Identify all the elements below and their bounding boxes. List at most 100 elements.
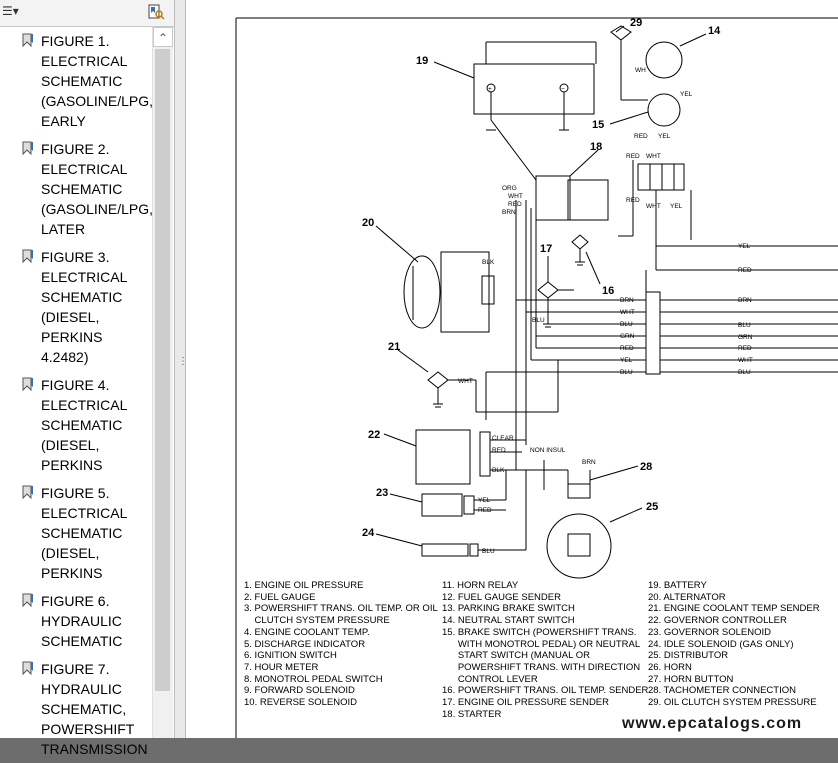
bookmark-icon — [22, 485, 33, 500]
bookmark-label: FIGURE 1. ELECTRICAL SCHEMATIC (GASOLINE… — [41, 33, 154, 129]
wire-label: BRN — [620, 297, 634, 304]
bookmark-icon — [22, 33, 33, 48]
bookmark-item[interactable]: FIGURE 3. ELECTRICAL SCHEMATIC (DIESEL, … — [0, 243, 152, 371]
wire-label: YEL — [680, 91, 693, 98]
svg-text:−: − — [561, 86, 565, 93]
callout-28: 28 — [640, 461, 652, 473]
wire-label: YEL — [478, 497, 491, 504]
callout-23: 23 — [376, 487, 388, 499]
wire-label: RED — [634, 133, 648, 140]
legend-item: 4. ENGINE COOLANT TEMP. — [244, 626, 370, 638]
options-menu-icon[interactable]: ☰▾ — [2, 4, 19, 18]
legend-item: 17. ENGINE OIL PRESSURE SENDER — [442, 697, 610, 709]
wire-label: BLU — [482, 548, 495, 555]
bookmark-item[interactable]: FIGURE 7. HYDRAULIC SCHEMATIC, POWERSHIF… — [0, 655, 152, 763]
watermark: www.epcatalogs.com — [622, 715, 803, 732]
bookmark-search-icon[interactable] — [147, 3, 165, 21]
legend-item: 15. BRAKE SWITCH (POWERSHIFT TRANS. — [442, 626, 637, 638]
bookmark-icon — [22, 141, 33, 156]
bookmark-label: FIGURE 4. ELECTRICAL SCHEMATIC (DIESEL, … — [41, 377, 127, 473]
splitter-grip-icon[interactable]: ⋮ — [178, 356, 188, 367]
wire-label: BLU — [620, 369, 633, 376]
legend-item: 5. DISCHARGE INDICATOR — [244, 638, 366, 650]
legend-item: 25. DISTRIBUTOR — [648, 650, 729, 662]
legend-item: 20. ALTERNATOR — [648, 591, 726, 603]
wire-label: RED — [620, 345, 634, 352]
legend-column-3: 19. BATTERY 20. ALTERNATOR 21. ENGINE CO… — [648, 580, 820, 709]
callout-24: 24 — [362, 527, 375, 539]
legend-item: CONTROL LEVER — [442, 673, 538, 685]
bookmark-item[interactable]: FIGURE 2. ELECTRICAL SCHEMATIC (GASOLINE… — [0, 135, 154, 243]
bookmarks-toolbar: ☰▾ — [0, 0, 174, 27]
legend-item: 26. HORN — [648, 661, 692, 673]
legend-item: 10. REVERSE SOLENOID — [244, 697, 357, 709]
legend-item: START SWITCH (MANUAL OR — [442, 650, 590, 662]
legend-item: 18. STARTER — [442, 708, 502, 720]
bookmark-label: FIGURE 2. ELECTRICAL SCHEMATIC (GASOLINE… — [41, 141, 154, 237]
callout-14: 14 — [708, 25, 721, 37]
callout-29: 29 — [630, 17, 642, 29]
legend-item: 6. IGNITION SWITCH — [244, 650, 337, 662]
legend-item: 2. FUEL GAUGE — [244, 591, 316, 603]
legend-item: 11. HORN RELAY — [442, 580, 519, 591]
legend-item: WITH MONOTROL PEDAL) OR NEUTRAL — [442, 638, 641, 650]
callout-21: 21 — [388, 341, 400, 353]
schematic-legend: 1. ENGINE OIL PRESSURE 2. FUEL GAUGE 3. … — [186, 580, 838, 738]
legend-item: CLUTCH SYSTEM PRESSURE — [244, 615, 390, 627]
bookmark-label: FIGURE 6. HYDRAULIC SCHEMATIC — [41, 593, 123, 649]
bookmark-icon — [22, 593, 33, 608]
legend-item: 1. ENGINE OIL PRESSURE — [244, 580, 364, 591]
callout-25: 25 — [646, 501, 658, 513]
bookmarks-panel: ☰▾ FIGURE 1. ELECTRICAL SCHEMATIC (GASOL… — [0, 0, 175, 757]
bookmark-item[interactable]: FIGURE 4. ELECTRICAL SCHEMATIC (DIESEL, … — [0, 371, 152, 479]
callout-22: 22 — [368, 429, 380, 441]
bookmark-item[interactable]: FIGURE 1. ELECTRICAL SCHEMATIC (GASOLINE… — [0, 27, 154, 135]
legend-item: 13. PARKING BRAKE SWITCH — [442, 603, 575, 615]
wire-label: WHT — [458, 378, 473, 385]
legend-item: 29. OIL CLUTCH SYSTEM PRESSURE — [648, 697, 817, 709]
scrollbar-thumb[interactable] — [155, 49, 170, 691]
wire-label: WHT — [738, 357, 753, 364]
bookmark-icon — [22, 249, 33, 264]
wire-label: BLK — [482, 259, 495, 266]
wire-label: BRN — [582, 459, 596, 466]
wire-label: RED — [738, 267, 752, 274]
legend-item: POWERSHIFT TRANS. WITH DIRECTION — [442, 661, 641, 673]
legend-item: 9. FORWARD SOLENOID — [244, 685, 355, 697]
legend-item: 23. GOVERNOR SOLENOID — [648, 626, 772, 638]
wire-label: RED — [478, 507, 492, 514]
scroll-up-icon[interactable]: ⌃ — [153, 27, 173, 47]
bookmark-icon — [22, 377, 33, 392]
wire-label: YEL — [670, 203, 683, 210]
wire-label: YEL — [620, 357, 633, 364]
wire-label: YEL — [738, 243, 751, 250]
legend-item: 7. HOUR METER — [244, 661, 319, 673]
legend-item: 28. TACHOMETER CONNECTION — [648, 685, 796, 697]
wire-label: BRN — [502, 209, 516, 216]
callout-19: 19 — [416, 55, 428, 67]
wire-label: BLU — [620, 321, 633, 328]
wire-label: WH — [635, 67, 646, 74]
bookmark-list: FIGURE 1. ELECTRICAL SCHEMATIC (GASOLINE… — [0, 27, 154, 757]
legend-item: 12. FUEL GAUGE SENDER — [442, 591, 561, 603]
bookmark-item[interactable]: FIGURE 6. HYDRAULIC SCHEMATIC — [0, 587, 152, 655]
bookmark-label: FIGURE 7. HYDRAULIC SCHEMATIC, POWERSHIF… — [41, 661, 148, 757]
wire-label: NON INSUL — [530, 447, 566, 454]
wire-label: RED — [626, 153, 640, 160]
legend-item: 21. ENGINE COOLANT TEMP SENDER — [648, 603, 820, 615]
electrical-schematic: + − 29 14 19 15 18 20 17 16 21 22 28 23 … — [235, 17, 838, 738]
panel-splitter[interactable]: ⋮ — [174, 0, 188, 738]
wire-label: CLEAR — [492, 435, 514, 442]
wire-label: WHT — [646, 153, 661, 160]
bookmark-icon — [22, 661, 33, 676]
wire-label: GRN — [620, 333, 635, 340]
bookmark-item[interactable]: FIGURE 5. ELECTRICAL SCHEMATIC (DIESEL, … — [0, 479, 152, 587]
wire-label: RED — [738, 345, 752, 352]
legend-item: 19. BATTERY — [648, 580, 707, 591]
callout-15: 15 — [592, 119, 604, 131]
legend-item: 24. IDLE SOLENOID (GAS ONLY) — [648, 638, 794, 650]
wire-label: BLU — [738, 322, 751, 329]
bookmarks-scrollbar[interactable]: ⌃ — [152, 27, 173, 738]
svg-text:+: + — [488, 86, 492, 93]
callout-16: 16 — [602, 285, 614, 297]
